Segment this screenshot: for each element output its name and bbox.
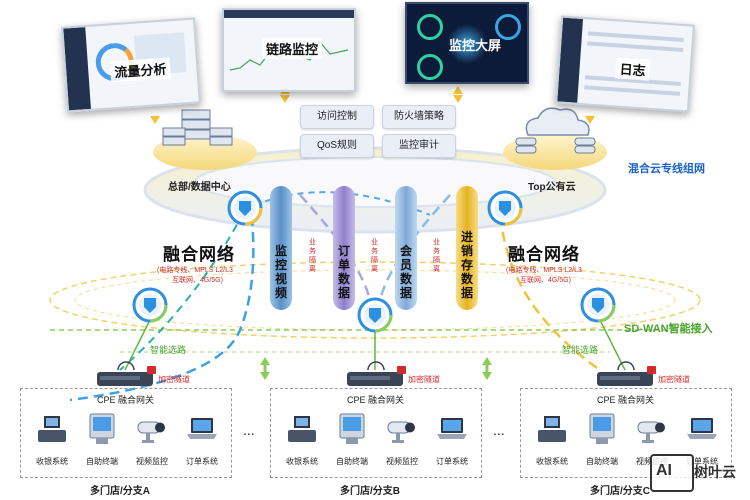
- fusion-right-line2: 互联网、4G/5G): [520, 277, 571, 284]
- device-label: 收银系统: [36, 457, 68, 466]
- device-icon-kiosk-icon: [584, 412, 620, 446]
- cpe-gateway-b: [347, 361, 406, 386]
- ellipsis-1: ...: [243, 422, 255, 438]
- pillar-inventory-text: 进销存数据: [460, 230, 473, 300]
- policy-access-control: 访问控制: [300, 105, 374, 129]
- encrypt-tunnel-a: 加密隧道: [158, 375, 190, 384]
- device-label: 自助终端: [336, 457, 368, 466]
- encrypt-tunnel-c: 加密隧道: [658, 375, 690, 384]
- pillar-order-text: 订单数据: [337, 244, 350, 300]
- watermark-ai-icon: AI: [656, 462, 672, 479]
- fusion-right-line1: (电路专线、MPLS L2/L3: [506, 267, 582, 274]
- policy-qos: QoS规则: [300, 134, 374, 158]
- fusion-left-line1: (电路专线、MPLS L2/L3: [157, 267, 233, 274]
- pillar-video: [270, 186, 292, 310]
- device-icon-camera-icon: [634, 412, 670, 446]
- sdwan-hub-a: [132, 287, 168, 323]
- ellipsis-2: ...: [493, 422, 505, 438]
- hq-label: 总部/数据中心: [168, 182, 231, 193]
- pillar-order: [333, 186, 355, 310]
- fusion-left-title: 融合网络: [163, 245, 235, 264]
- green-arrows: [260, 357, 492, 380]
- pillar-member: [395, 186, 417, 310]
- screen-label: 流量分析: [109, 57, 172, 83]
- screen-monitor-wall[interactable]: 监控大屏: [405, 2, 529, 84]
- device-icon-laptop-icon: [684, 412, 720, 446]
- branch-label-b: 多门店/分支B: [340, 486, 400, 497]
- device-icon-laptop-icon: [434, 412, 470, 446]
- link-purple: [299, 194, 372, 301]
- watermark-text: 树叶云: [694, 464, 736, 480]
- device-icon-camera-icon: [384, 412, 420, 446]
- cpe-label-c: CPE 融合网关: [597, 395, 655, 405]
- hq-servers-icon: [162, 109, 233, 146]
- device-icon-camera-icon: [134, 412, 170, 446]
- fusion-right-title: 融合网络: [508, 245, 580, 264]
- sdwan-label: SD-WAN智能接入: [624, 323, 713, 335]
- pillar-member-text: 会员数据: [399, 244, 412, 300]
- branch-box-b: [270, 388, 482, 478]
- isolation-label-3: 业务隔离: [433, 239, 440, 273]
- hub-line-c: [599, 319, 626, 371]
- screen-log[interactable]: 日志: [555, 15, 695, 113]
- cpe-label-b: CPE 融合网关: [347, 395, 405, 405]
- isolation-label-2: 业务隔离: [371, 239, 378, 273]
- smart-route-label-a: 智能选路: [150, 345, 187, 355]
- cpe-gateway-a: [97, 361, 156, 386]
- branch-box-c: [520, 388, 732, 478]
- device-icon-kiosk-icon: [84, 412, 120, 446]
- policy-audit: 监控审计: [382, 134, 456, 158]
- device-icon-kiosk-icon: [334, 412, 370, 446]
- screen-traffic-analysis[interactable]: 流量分析: [61, 17, 201, 113]
- cpe-label-a: CPE 融合网关: [97, 395, 155, 405]
- pillar-video-text: 监控视频: [274, 244, 287, 300]
- isolation-label-1: 业务隔离: [309, 239, 316, 273]
- mixed-cloud-label: 混合云专线组网: [628, 163, 705, 175]
- hub-line-a: [124, 319, 151, 371]
- policy-firewall: 防火墙策略: [382, 105, 456, 129]
- device-icon-pos-icon: [34, 412, 70, 446]
- branch-box-a: [20, 388, 232, 478]
- sdwan-hub-c: [580, 287, 616, 323]
- device-label: 视频监控: [136, 457, 168, 466]
- device-icon-pos-icon: [284, 412, 320, 446]
- device-icon-laptop-icon: [184, 412, 220, 446]
- device-label: 订单系统: [686, 457, 718, 466]
- pillar-inventory: [456, 186, 478, 310]
- device-label: 订单系统: [186, 457, 218, 466]
- device-label: 自助终端: [86, 457, 118, 466]
- device-label: 收银系统: [536, 457, 568, 466]
- device-label: 视频监控: [386, 457, 418, 466]
- watermark-logo: AI: [650, 454, 694, 492]
- branch-label-c: 多门店/分支C: [590, 486, 650, 497]
- sdwan-hub-hq: [227, 190, 263, 226]
- link-blue-left: [69, 199, 255, 402]
- screen-link-monitor[interactable]: 链路监控: [222, 8, 356, 92]
- public-cloud-icon: [515, 107, 596, 154]
- fusion-left-line2: 互联网、4G/5G): [172, 277, 223, 284]
- sdwan-hub-cloud: [487, 190, 523, 226]
- screen-label: 日志: [614, 57, 651, 81]
- screen-label: 链路监控: [262, 38, 323, 59]
- smart-route-label-c: 智能选路: [562, 345, 599, 355]
- device-label: 订单系统: [436, 457, 468, 466]
- link-lightblue: [378, 194, 451, 301]
- sdwan-hub-b: [357, 297, 393, 333]
- cpe-gateway-c: [597, 361, 656, 386]
- encrypt-tunnel-b: 加密隧道: [408, 375, 440, 384]
- screen-label: 监控大屏: [449, 38, 502, 53]
- device-label: 收银系统: [286, 457, 318, 466]
- device-label: 自助终端: [586, 457, 618, 466]
- device-icon-pos-icon: [534, 412, 570, 446]
- branch-label-a: 多门店/分支A: [90, 486, 150, 497]
- link-cyan-left: [119, 199, 251, 371]
- cloud-label: Top公有云: [528, 182, 576, 193]
